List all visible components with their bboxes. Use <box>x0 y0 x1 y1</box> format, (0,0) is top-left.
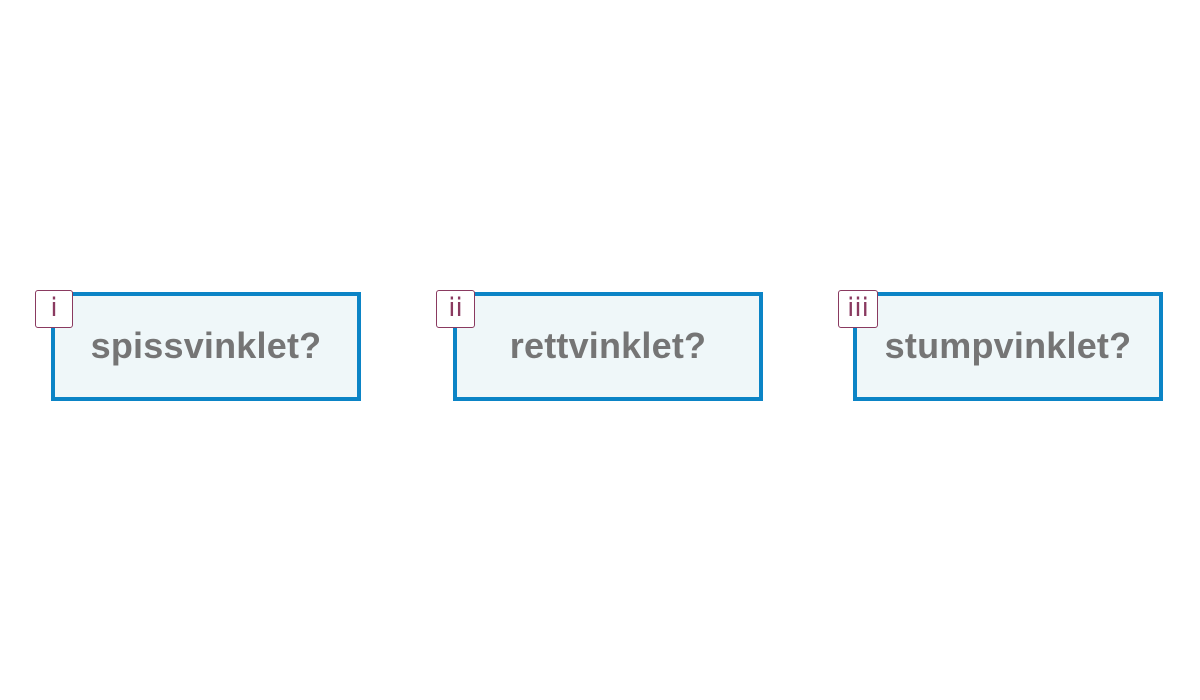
option-label: stumpvinklet? <box>884 325 1132 366</box>
option-numeral-badge: ii <box>436 290 475 328</box>
option-acute-button[interactable]: spissvinklet? <box>51 292 361 401</box>
option-numeral-badge: i <box>35 290 73 328</box>
option-label: rettvinklet? <box>509 325 707 366</box>
option-label: spissvinklet? <box>90 325 322 366</box>
option-right-button[interactable]: rettvinklet? <box>453 292 763 401</box>
option-numeral-badge: iii <box>838 290 878 328</box>
option-obtuse-button[interactable]: stumpvinklet? <box>853 292 1163 401</box>
